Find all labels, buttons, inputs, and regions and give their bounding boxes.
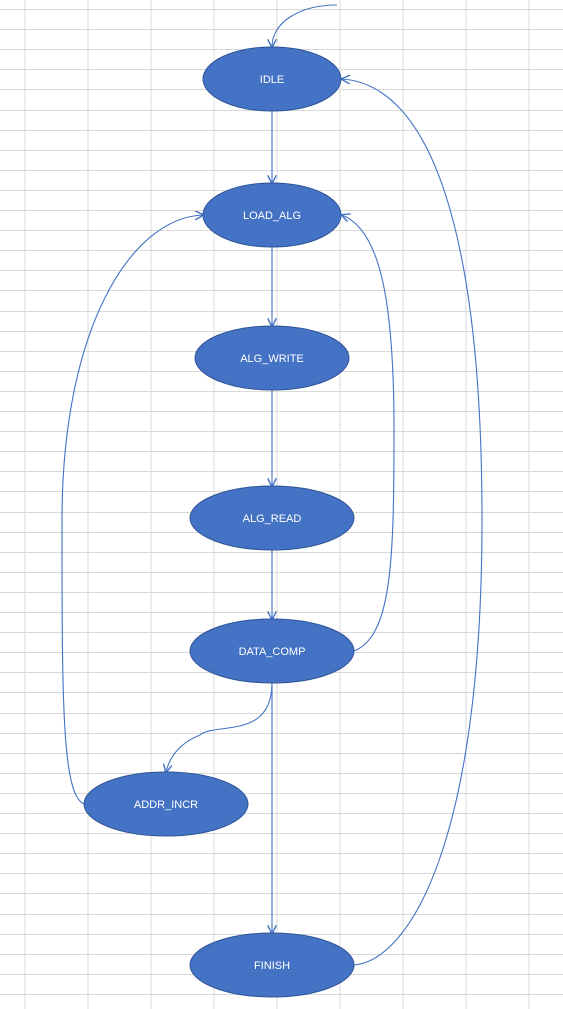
state-label: DATA_COMP bbox=[239, 646, 306, 658]
state-ellipse bbox=[189, 485, 355, 551]
state-alg-write: ALG_WRITE bbox=[194, 325, 350, 391]
state-alg-read: ALG_READ bbox=[189, 485, 355, 551]
state-data-comp: DATA_COMP bbox=[189, 618, 355, 684]
state-ellipse bbox=[202, 182, 342, 248]
arrow-finish-to-idle bbox=[342, 79, 483, 966]
arrow-data_comp-to-load_alg bbox=[342, 215, 395, 652]
arrow-entry-to-idle bbox=[272, 4, 338, 47]
state-label: LOAD_ALG bbox=[243, 210, 301, 222]
state-label: ADDR_INCR bbox=[134, 799, 198, 811]
state-label: ALG_READ bbox=[243, 513, 302, 525]
state-addr-incr: ADDR_INCR bbox=[83, 771, 249, 837]
state-ellipse bbox=[189, 618, 355, 684]
state-ellipse bbox=[194, 325, 350, 391]
state-load-alg: LOAD_ALG bbox=[202, 182, 342, 248]
state-nodes: IDLE LOAD_ALG ALG_WRITE ALG_READ DATA_COMP AD… bbox=[83, 46, 355, 998]
state-label: FINISH bbox=[254, 960, 290, 972]
arrow-addr_incr-to-load_alg bbox=[61, 215, 203, 805]
state-ellipse bbox=[202, 46, 342, 112]
arrow-data_comp-to-addr_incr bbox=[166, 682, 273, 772]
transition-arrows bbox=[61, 4, 483, 966]
state-ellipse bbox=[83, 771, 249, 837]
state-label: ALG_WRITE bbox=[240, 353, 304, 365]
state-finish: FINISH bbox=[189, 932, 355, 998]
state-label: IDLE bbox=[260, 74, 284, 86]
state-idle: IDLE bbox=[202, 46, 342, 112]
state-ellipse bbox=[189, 932, 355, 998]
